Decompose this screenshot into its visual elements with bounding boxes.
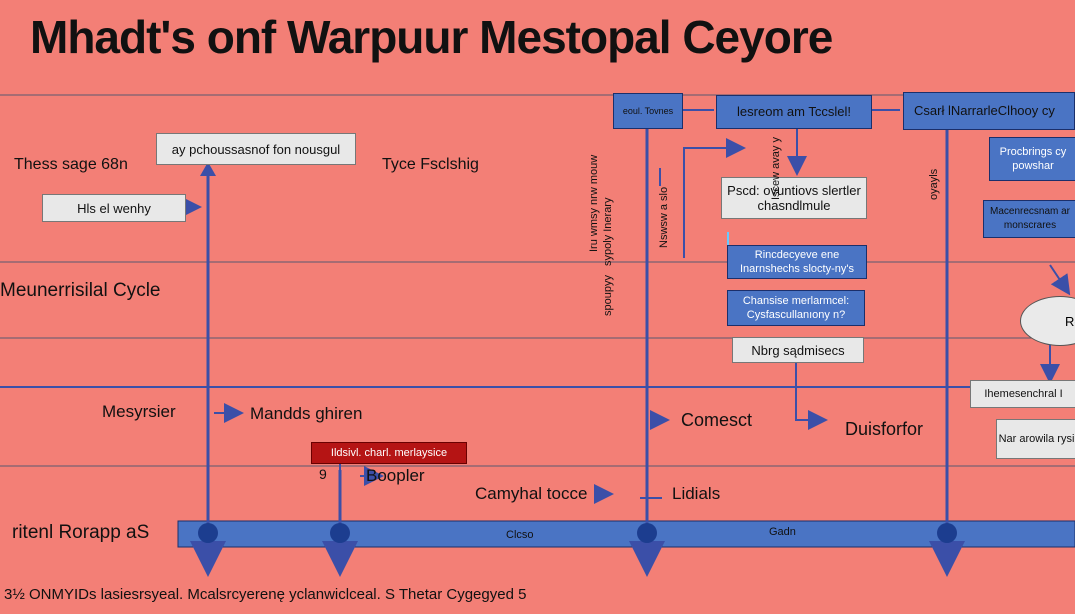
box-rincle: Rincdecyeve ene Inarnshechs slocty-ny's [727, 245, 867, 279]
vtext-2: sypoly Inerary [602, 197, 614, 266]
box-his: Hls el wenhy [42, 194, 186, 222]
vtext-6: oyayls [928, 168, 940, 200]
band-label-clcso: Clcso [506, 529, 534, 541]
label-cycle: Meunerrisilal Cycle [0, 280, 161, 301]
box-chansise: Chansise merlarmcel: Cysfascullanıony n? [727, 290, 865, 326]
band-node-2 [330, 523, 350, 543]
band-label-gadn: Gadn [769, 526, 796, 538]
band-node-4 [937, 523, 957, 543]
label-band: ritenl Rorapp aS [12, 522, 150, 543]
box-narr: Nar arowila rysi [996, 419, 1075, 459]
up-arrow-1 [200, 162, 216, 176]
label-duisforfor: Duisforfor [845, 419, 924, 439]
box-small-blue: eoul. Tovnes [613, 93, 683, 129]
band-node-3 [637, 523, 657, 543]
box-procbrings: Procbrings cy powshar [989, 137, 1075, 181]
label-lidials: Lidials [672, 484, 721, 503]
vtext-3: Nswsw a slo [658, 186, 670, 248]
label-comesct: Comesct [681, 410, 753, 430]
label-booprer-num: 9 [319, 466, 327, 482]
label-booprer: Boopler [366, 466, 425, 485]
box-top-gray: ay pchoussasnof fon nousgul [156, 133, 356, 165]
box-blue-top-right: Csarł lNarrarleClhooy cy [903, 92, 1075, 130]
box-nbrg: Nbrg sądmisecs [732, 337, 864, 363]
vtext-4: Iscew avay y [770, 137, 782, 200]
label-mesyrsier: Mesyrsier [102, 402, 176, 421]
box-red: Ildsivl. charl. merlaysice [311, 442, 467, 464]
vtext-5: spoupyy [602, 275, 614, 316]
grid-lines [0, 94, 1075, 467]
box-hemes: Ihemesenchral I [970, 380, 1075, 408]
band-node-1 [198, 523, 218, 543]
box-blue-top-mid: lesreom am Tccslel! [716, 95, 872, 129]
footer-caption: 3½ ONMYIDs lasiesrsyeal. Mcalsrcyerenę y… [4, 586, 527, 603]
box-macenes: Macenrecsnam ar monscrares [983, 200, 1075, 238]
label-camyhal: Camyhal tocce [475, 484, 588, 503]
label-tyce: Tyce Fsclshig [382, 156, 479, 173]
vtext-1: Iru wmsy nrw mouw [588, 154, 600, 252]
page-title: Mhadt's onf Warpuur Mestopal Ceyore [30, 11, 833, 63]
label-these: Thess sage 68n [14, 156, 128, 173]
box-pscd: Pscd: ovuntiovs slertler chasndlmule [721, 177, 867, 219]
label-mandds: Mandds ghiren [250, 404, 363, 423]
